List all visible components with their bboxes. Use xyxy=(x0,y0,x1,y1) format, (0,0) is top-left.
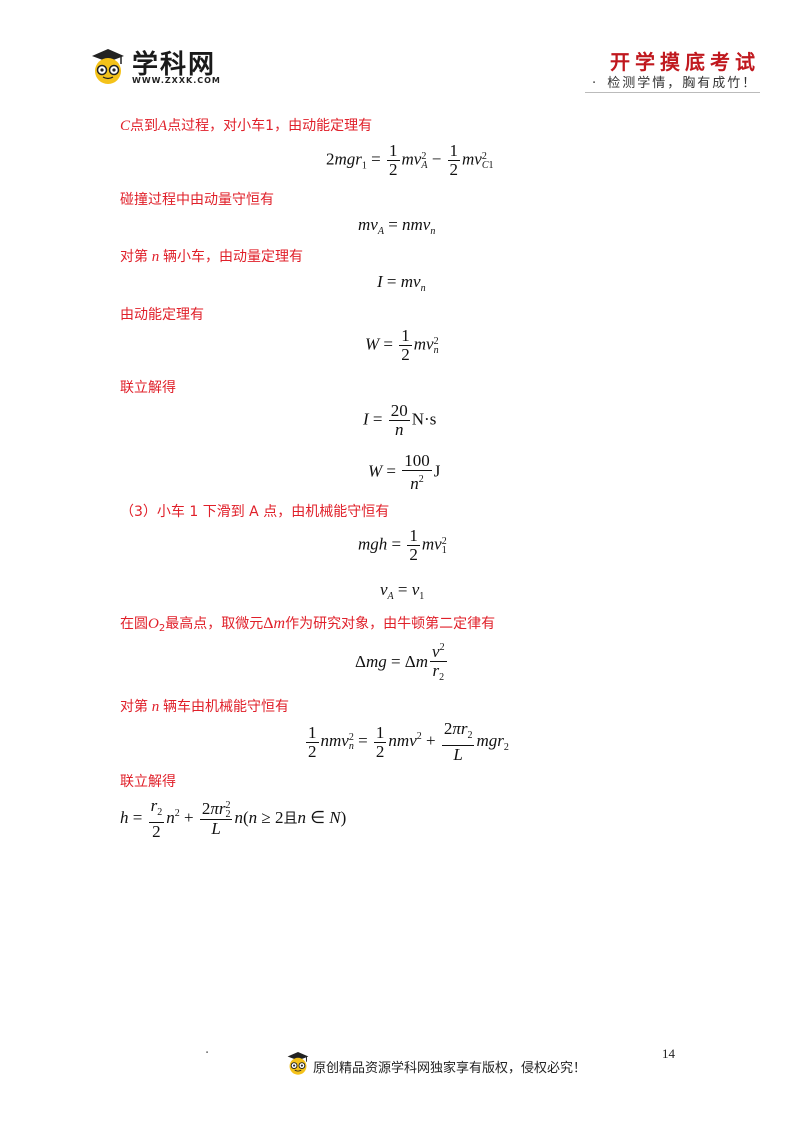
text-line-6: （3）小车 1 下滑到 A 点，由机械能守恒有 xyxy=(120,504,390,520)
logo-url: WWW.ZXXK.COM xyxy=(132,76,221,85)
text-line-7-c: 作为研究对象，由牛顿第二定律有 xyxy=(285,616,496,632)
text-line-3-b: 辆小车，由动量定理有 xyxy=(163,249,303,265)
text-line-7: 在圆O2最高点，取微元Δm作为研究对象，由牛顿第二定律有 xyxy=(120,615,496,634)
text-line-7-a: 在圆 xyxy=(120,616,148,632)
text-line-3: 对第 n 辆小车，由动量定理有 xyxy=(120,249,303,265)
header-right-title: 开学摸底考试 xyxy=(610,50,760,74)
text-line-7-b: 最高点，取微元 xyxy=(165,616,264,632)
range-conjunction: 且 xyxy=(283,810,298,827)
equation-2: mvA = nmvn xyxy=(358,215,436,237)
header-logo: 学科网 WWW.ZXXK.COM xyxy=(88,44,238,90)
text-line-1-a: 点到 xyxy=(130,118,159,134)
header-divider xyxy=(585,92,760,93)
equation-8: vA = v1 xyxy=(380,580,425,602)
text-line-8-b: 辆车由机械能守恒有 xyxy=(163,699,289,715)
footer-row: 原创精品资源学科网独家享有版权，侵权必究！ xyxy=(285,1048,625,1082)
text-line-4: 由动能定理有 xyxy=(120,307,204,323)
logo-text: 学科网 xyxy=(132,50,217,80)
footer-mascot-icon xyxy=(287,1051,309,1075)
page-number: 14 xyxy=(662,1046,675,1061)
equation-3: I = mvn xyxy=(377,272,426,294)
footer-dot: · xyxy=(205,1046,210,1061)
text-line-8: 对第 n 辆车由机械能守恒有 xyxy=(120,699,289,715)
header-dot: · xyxy=(592,76,599,91)
header-right-subtitle: 检测学情，胸有成竹！ xyxy=(607,76,758,91)
text-line-1-b: 点过程，对小车1，由动能定理有 xyxy=(167,118,373,134)
text-line-5: 联立解得 xyxy=(120,380,176,396)
text-line-2: 碰撞过程中由动量守恒有 xyxy=(120,192,274,208)
text-line-9: 联立解得 xyxy=(120,774,176,790)
text-line-8-a: 对第 xyxy=(120,699,148,715)
header-right-subtitle-row: · 检测学情，胸有成竹！ xyxy=(592,72,762,91)
text-line-3-a: 对第 xyxy=(120,249,148,265)
logo-mascot-icon xyxy=(92,49,124,84)
footer-copyright: 原创精品资源学科网独家享有版权，侵权必究！ xyxy=(313,1061,587,1076)
text-line-1: C点到A点过程，对小车1，由动能定理有 xyxy=(120,118,373,134)
